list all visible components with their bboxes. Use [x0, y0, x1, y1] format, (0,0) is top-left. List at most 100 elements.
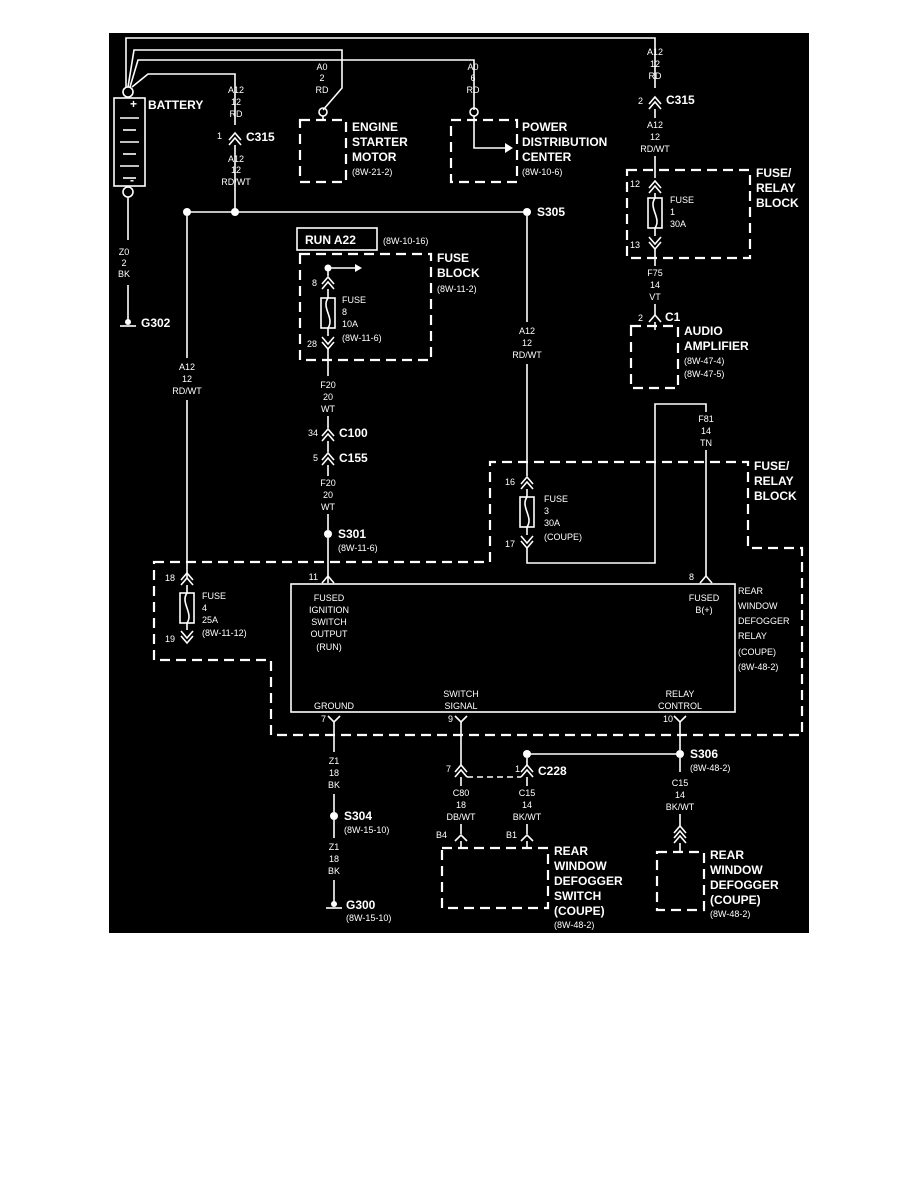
svg-text:14: 14 [650, 280, 660, 290]
svg-text:DISTRIBUTION: DISTRIBUTION [522, 135, 607, 149]
svg-text:AMPLIFIER: AMPLIFIER [684, 339, 749, 353]
svg-text:DEFOGGER: DEFOGGER [738, 616, 790, 626]
rear-window-defogger-switch: B4 B1 REAR WINDOW DEFOGGER SWITCH (COUPE… [436, 830, 623, 930]
svg-text:14: 14 [701, 426, 711, 436]
svg-text:FUSED: FUSED [689, 593, 720, 603]
svg-text:BLOCK: BLOCK [437, 266, 480, 280]
wire-battery-to-pdc [129, 59, 475, 110]
svg-text:2: 2 [638, 96, 643, 106]
svg-text:12: 12 [630, 179, 640, 189]
svg-text:RELAY: RELAY [666, 689, 695, 699]
fuse-4: 18 19 FUSE 4 25A (8W-11-12) [165, 571, 247, 645]
svg-text:FUSE: FUSE [437, 251, 469, 265]
svg-text:(8W-11-6): (8W-11-6) [342, 333, 382, 343]
svg-text:2: 2 [121, 258, 126, 268]
svg-text:FUSED: FUSED [314, 593, 345, 603]
svg-text:B4: B4 [436, 830, 447, 840]
svg-text:F20: F20 [320, 380, 336, 390]
splice-s305: S305 [523, 205, 565, 219]
wire-label-a12-left: A12 12 RD/WT [172, 362, 202, 396]
battery-plus-sign: + [130, 97, 137, 111]
svg-text:Z1: Z1 [329, 756, 340, 766]
wire-label-c15-mid: C15 14 BK/WT [513, 788, 542, 822]
svg-text:C228: C228 [538, 764, 567, 778]
svg-text:G300: G300 [346, 898, 376, 912]
svg-text:19: 19 [165, 634, 175, 644]
svg-text:RUN A22: RUN A22 [305, 233, 356, 247]
wire-battery-to-starter [127, 49, 343, 111]
svg-text:18: 18 [456, 800, 466, 810]
svg-text:(8W-15-10): (8W-15-10) [344, 825, 389, 835]
svg-text:DB/WT: DB/WT [447, 812, 476, 822]
svg-text:(COUPE): (COUPE) [554, 904, 605, 918]
svg-text:AUDIO: AUDIO [684, 324, 723, 338]
ground-g302-label: G302 [141, 316, 171, 330]
svg-text:ENGINE: ENGINE [352, 120, 398, 134]
svg-text:(8W-10-16): (8W-10-16) [383, 236, 428, 246]
svg-text:F81: F81 [698, 414, 714, 424]
svg-text:(8W-48-2): (8W-48-2) [690, 763, 730, 773]
relay-pin-8: 8 [689, 572, 694, 582]
battery: + - BATTERY [113, 86, 203, 198]
svg-text:FUSE/: FUSE/ [756, 166, 792, 180]
diagram-background [109, 33, 809, 933]
svg-text:1: 1 [670, 207, 675, 217]
svg-text:SWITCH: SWITCH [443, 689, 479, 699]
svg-text:(RUN): (RUN) [316, 642, 342, 652]
splice-s306: S306 (8W-48-2) [676, 747, 730, 773]
svg-text:30A: 30A [670, 219, 686, 229]
svg-text:(8W-48-2): (8W-48-2) [710, 909, 750, 919]
svg-text:2: 2 [319, 73, 324, 83]
svg-text:CONTROL: CONTROL [658, 701, 702, 711]
svg-text:BK: BK [328, 866, 340, 876]
splice-s301: S301 (8W-11-6) [324, 527, 378, 553]
svg-text:SIGNAL: SIGNAL [444, 701, 477, 711]
svg-text:FUSE: FUSE [670, 195, 694, 205]
fuse-3: 16 17 FUSE 3 30A (COUPE) [505, 475, 582, 550]
svg-text:RELAY: RELAY [756, 181, 796, 195]
svg-text:C315: C315 [246, 130, 275, 144]
svg-text:SWITCH: SWITCH [554, 889, 601, 903]
svg-text:A0: A0 [316, 62, 327, 72]
svg-text:(COUPE): (COUPE) [738, 647, 776, 657]
svg-text:12: 12 [522, 338, 532, 348]
svg-text:(8W-48-2): (8W-48-2) [554, 920, 594, 930]
svg-text:5: 5 [313, 453, 318, 463]
splice-s304: S304 (8W-15-10) [330, 809, 389, 835]
connector-c228: 7 1 C228 [446, 763, 567, 778]
wire-label-z0: Z0 2 BK [118, 247, 130, 279]
svg-text:C1: C1 [665, 310, 681, 324]
svg-text:RD: RD [230, 109, 243, 119]
svg-text:20: 20 [323, 490, 333, 500]
svg-text:S305: S305 [537, 205, 565, 219]
svg-text:16: 16 [505, 477, 515, 487]
wire-label-f75: F75 14 VT [647, 268, 663, 302]
battery-minus-sign: - [130, 173, 134, 187]
connector-c315-right: 2 C315 [638, 93, 695, 110]
svg-text:GROUND: GROUND [314, 701, 354, 711]
svg-text:18: 18 [329, 768, 339, 778]
svg-text:BLOCK: BLOCK [756, 196, 799, 210]
svg-text:MOTOR: MOTOR [352, 150, 397, 164]
svg-text:RD/WT: RD/WT [172, 386, 202, 396]
svg-text:(8W-47-5): (8W-47-5) [684, 369, 724, 379]
wire-label-f81: F81 14 TN [698, 414, 714, 448]
svg-text:20: 20 [323, 392, 333, 402]
svg-text:BLOCK: BLOCK [754, 489, 797, 503]
svg-text:S306: S306 [690, 747, 718, 761]
svg-text:RELAY: RELAY [738, 631, 767, 641]
svg-text:C80: C80 [453, 788, 470, 798]
svg-text:WINDOW: WINDOW [554, 859, 607, 873]
svg-text:(8W-10-6): (8W-10-6) [522, 167, 562, 177]
svg-text:(8W-48-2): (8W-48-2) [738, 662, 778, 672]
svg-text:FUSE: FUSE [342, 295, 366, 305]
svg-text:18: 18 [165, 573, 175, 583]
wire-label-z1-lower: Z1 18 BK [328, 842, 340, 876]
svg-text:(8W-15-10): (8W-15-10) [346, 913, 391, 923]
svg-text:RD/WT: RD/WT [221, 177, 251, 187]
ground-g302: G302 [120, 316, 171, 330]
svg-text:BK/WT: BK/WT [513, 812, 542, 822]
svg-text:REAR: REAR [738, 586, 764, 596]
wire-label-a0-left: A0 2 RD [316, 62, 329, 95]
svg-text:WT: WT [321, 502, 335, 512]
